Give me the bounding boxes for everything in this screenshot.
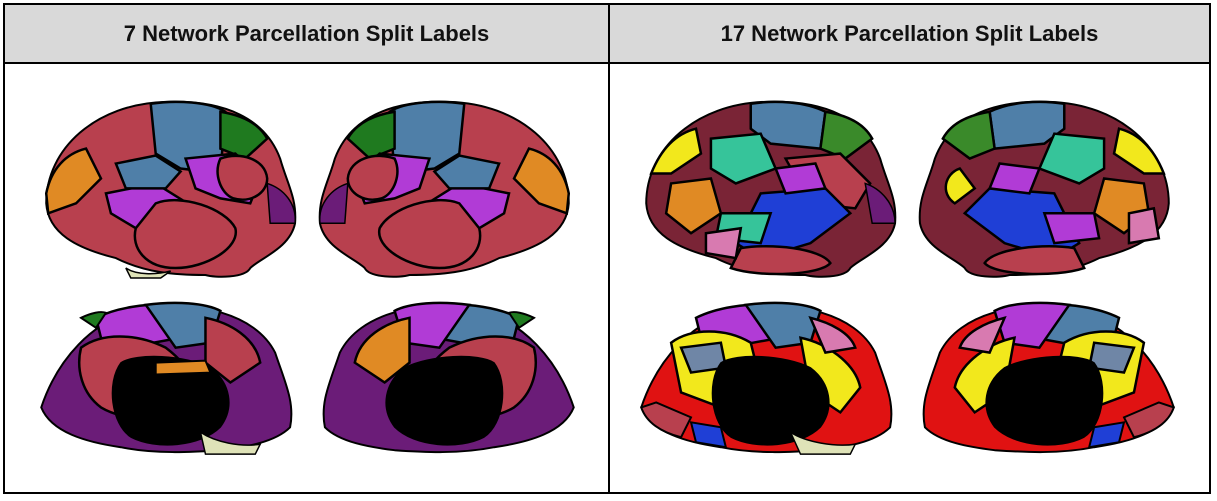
panel-title-17-network: 17 Network Parcellation Split Labels (610, 5, 1209, 64)
left-hemisphere-lateral (44, 100, 297, 279)
left-hemisphere-medial (40, 301, 293, 455)
right-hemisphere-medial (322, 301, 575, 454)
right-hemisphere-lateral (318, 100, 571, 278)
panel-7-network: 7 Network Parcellation Split Labels (5, 5, 610, 492)
panel-17-network: 17 Network Parcellation Split Labels (610, 5, 1209, 492)
figure-frame: 7 Network Parcellation Split Labels (3, 3, 1211, 494)
left-hemisphere-medial-17 (639, 301, 893, 455)
panel-title-7-network: 7 Network Parcellation Split Labels (5, 5, 608, 64)
right-hemisphere-medial-17 (922, 301, 1176, 454)
brain-views-17-network (610, 64, 1209, 492)
brain-surface-figure-17 (639, 100, 1176, 455)
brain-views-7-network (5, 64, 608, 492)
brain-surface-figure-7 (40, 100, 575, 455)
right-hemisphere-lateral-17 (918, 100, 1170, 278)
left-hemisphere-lateral-17 (645, 100, 897, 278)
